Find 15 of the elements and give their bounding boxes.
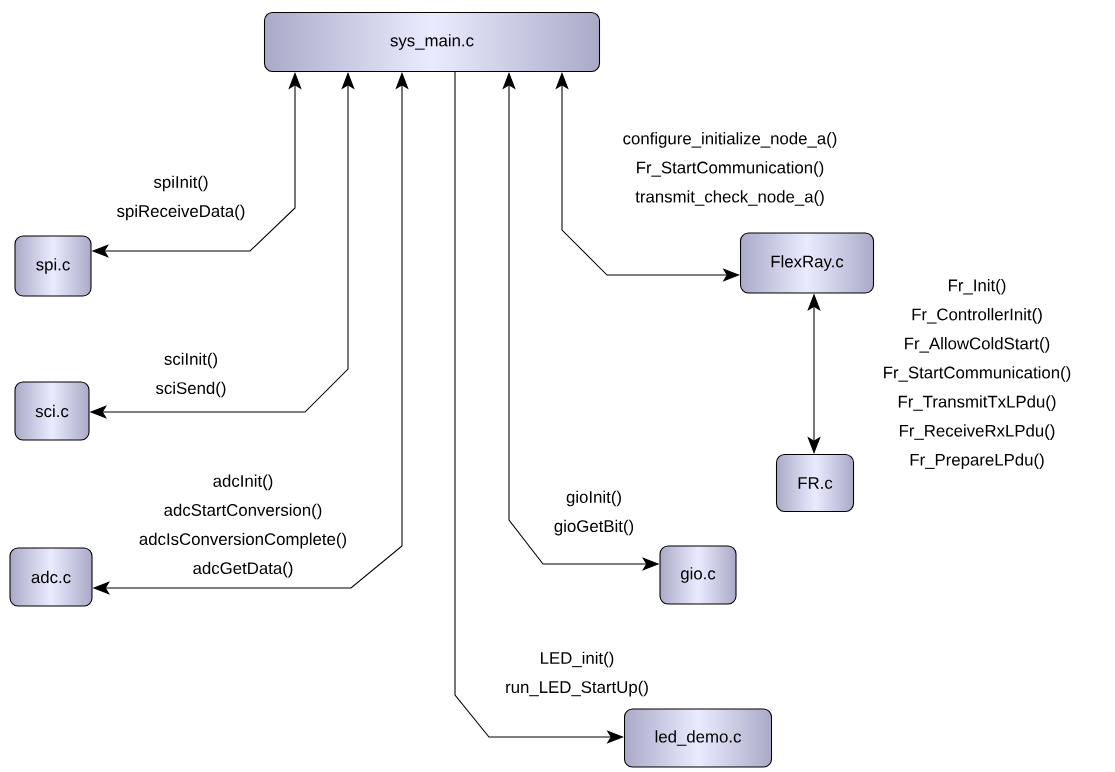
file-box: sci.c xyxy=(14,381,90,441)
edge-label: spiInit() spiReceiveData() xyxy=(117,175,245,221)
edge-label: sciInit() sciSend() xyxy=(156,352,226,398)
file-box: spi.c xyxy=(14,235,92,297)
edge-label: gioInit() gioGetBit() xyxy=(554,490,634,536)
edge-label: configure_initialize_node_a() Fr_StartCommunication() transmit_check_node_a() xyxy=(623,132,837,206)
edge-label: adcInit() adcStartConversion() adcIsConversionComplete() adcGetData() xyxy=(139,474,347,578)
edge-label: Fr_Init() Fr_ControllerInit() Fr_AllowColdStart() Fr_StartCommunication() Fr_TransmitTxLPdu() Fr_ReceiveRxLPdu() Fr_PrepareLPdu() xyxy=(884,279,1071,470)
file-box: sys_main.c xyxy=(263,11,601,73)
file-box: led_demo.c xyxy=(623,708,773,768)
file-box: FR.c xyxy=(775,453,855,513)
edge-label: LED_init() run_LED_StartUp() xyxy=(506,651,648,697)
file-box: adc.c xyxy=(9,547,93,607)
file-box: FlexRay.c xyxy=(739,232,875,294)
file-box: gio.c xyxy=(659,545,737,605)
